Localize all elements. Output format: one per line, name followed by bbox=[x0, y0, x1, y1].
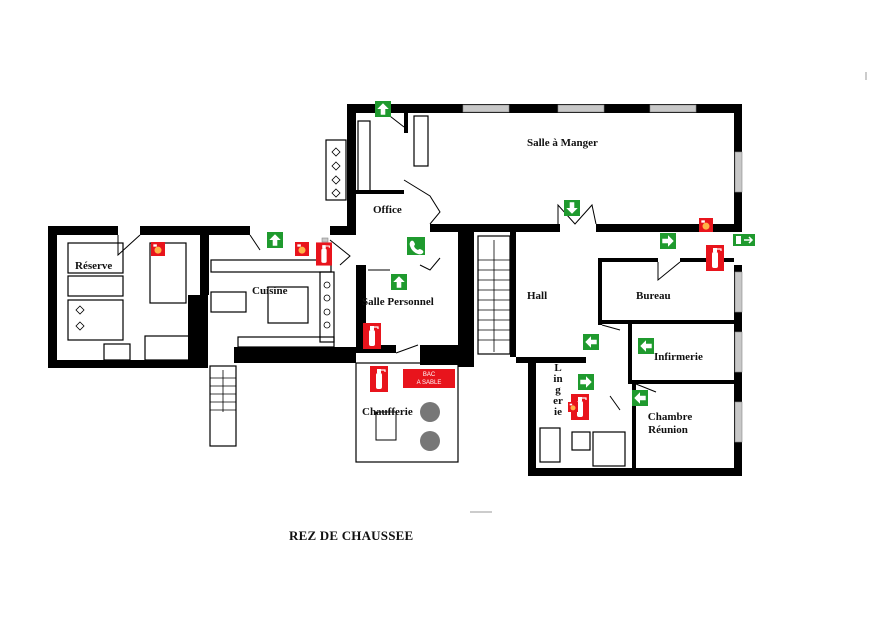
windows bbox=[321, 104, 743, 443]
exit-arrow-icon bbox=[267, 232, 283, 248]
room-label-salle-personnel: Salle Personnel bbox=[362, 296, 434, 308]
fire-alarm-icon bbox=[568, 402, 578, 412]
fire-extinguisher-icon bbox=[370, 366, 388, 392]
exit-door-sign-icon bbox=[733, 234, 755, 246]
exit-arrow-icon bbox=[632, 390, 648, 406]
exit-arrow-icon bbox=[583, 334, 599, 350]
fire-extinguisher-icon bbox=[316, 241, 332, 267]
misc-marks bbox=[470, 72, 867, 513]
exit-arrow-icon bbox=[578, 374, 594, 390]
exit-arrow-icon bbox=[660, 233, 676, 249]
sand-box-line2: A SABLE bbox=[416, 380, 442, 386]
exit-arrow-icon bbox=[638, 338, 654, 354]
room-label-lingerie: Lingerie bbox=[553, 362, 563, 418]
hall-stairs bbox=[478, 240, 510, 352]
room-label-bureau: Bureau bbox=[636, 290, 671, 302]
sand-box-line1: BAC bbox=[422, 372, 436, 378]
fire-alarm-icon bbox=[295, 242, 309, 256]
room-label-hall: Hall bbox=[527, 290, 548, 302]
sand-box-sign: BAC A SABLE bbox=[403, 369, 455, 388]
exit-arrow-icon bbox=[564, 200, 580, 216]
exit-arrow-icon bbox=[391, 274, 407, 290]
door-swings bbox=[117, 112, 681, 411]
fire-extinguisher-icon bbox=[363, 322, 381, 350]
outside-stairs bbox=[210, 370, 236, 412]
boilers bbox=[375, 402, 440, 451]
emergency-phone-icon bbox=[407, 237, 425, 255]
thin-walls bbox=[67, 115, 626, 467]
fire-extinguisher-icon bbox=[706, 244, 724, 272]
room-label-reserve: Réserve bbox=[75, 260, 113, 272]
room-label-chaufferie: Chaufferie bbox=[362, 406, 413, 418]
plan-caption: REZ DE CHAUSSEE bbox=[289, 528, 414, 543]
room-label-reunion: Réunion bbox=[648, 424, 688, 436]
room-label-office: Office bbox=[373, 204, 402, 216]
stove-burners bbox=[75, 147, 341, 331]
room-label-cuisine: Cuisine bbox=[252, 285, 288, 297]
fire-alarm-icon bbox=[699, 218, 713, 232]
fire-alarm-icon bbox=[151, 242, 165, 256]
room-label-salle-a-manger: Salle à Manger bbox=[527, 137, 598, 149]
room-label-infirmerie: Infirmerie bbox=[654, 351, 703, 363]
exit-arrow-icon bbox=[375, 101, 391, 117]
room-label-chambre: Chambre bbox=[647, 411, 693, 423]
